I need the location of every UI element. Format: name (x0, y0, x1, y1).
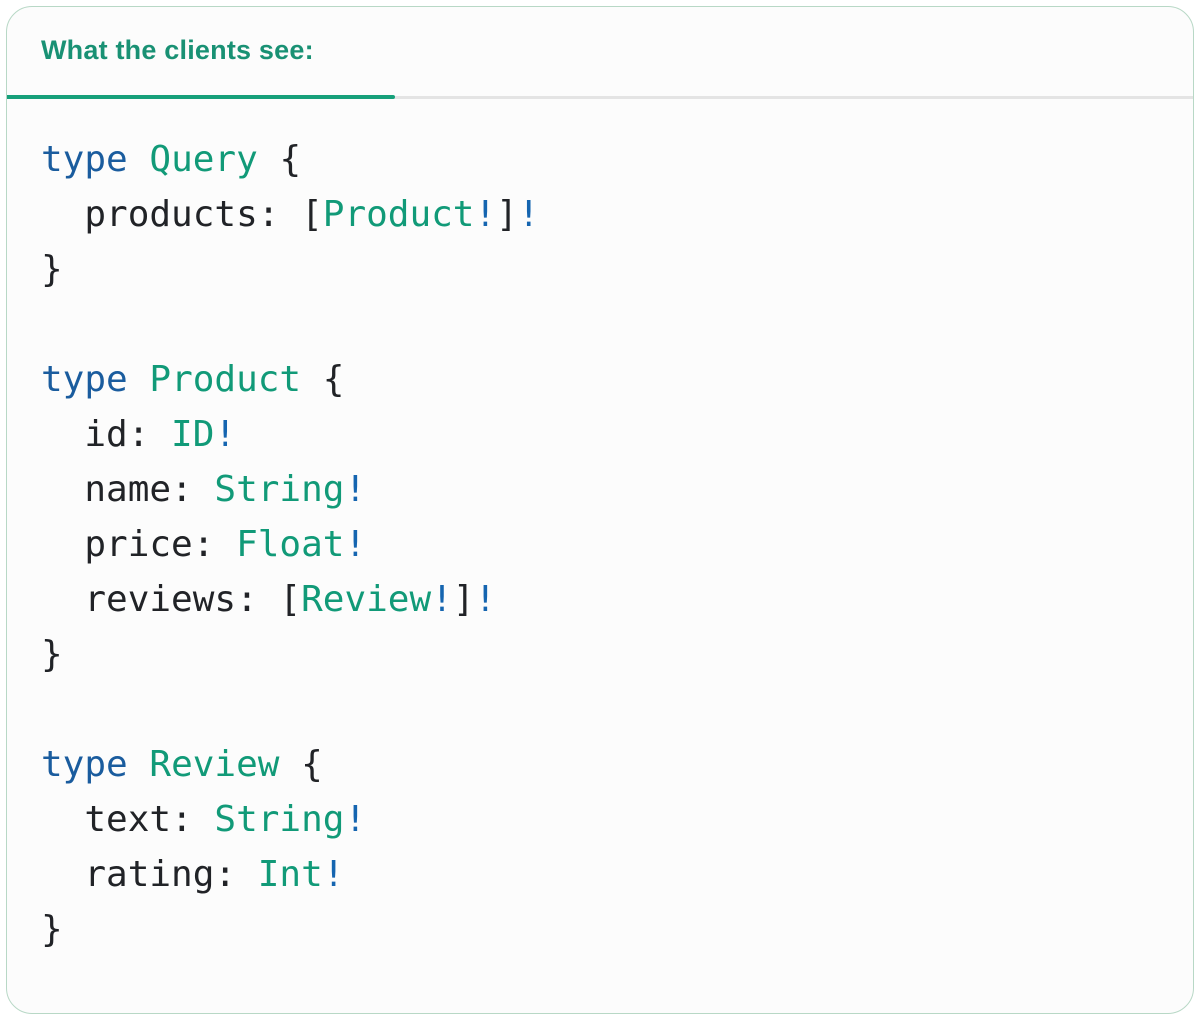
code-token-bang: ! (344, 469, 367, 510)
code-token-plain: ] (496, 194, 518, 235)
code-line: id: ID! (41, 407, 1159, 462)
code-token-plain: { (279, 744, 323, 785)
code-line (41, 297, 1159, 352)
code-token-bang: ! (344, 799, 367, 840)
code-line: text: String! (41, 792, 1159, 847)
code-token-type: Review (301, 579, 432, 620)
code-line: } (41, 902, 1159, 957)
code-line: name: String! (41, 462, 1159, 517)
code-token-plain (128, 139, 150, 180)
code-token-bang: ! (431, 579, 453, 620)
code-line: type Product { (41, 352, 1159, 407)
code-token-type: String (214, 799, 345, 840)
code-token-keyword: type (41, 139, 128, 180)
code-token-bang: ! (344, 524, 367, 565)
tab-active-indicator (7, 95, 395, 99)
code-token-plain: { (257, 139, 302, 180)
code-token-plain: ] (452, 579, 475, 620)
code-line: rating: Int! (41, 847, 1159, 902)
code-line: products: [Product!]! (41, 187, 1159, 242)
code-token-plain: rating: (41, 854, 258, 895)
tab-what-clients-see[interactable]: What the clients see: (41, 35, 314, 65)
code-token-type: String (214, 469, 345, 510)
tab-divider-line (7, 96, 1193, 99)
code-token-bang: ! (474, 579, 497, 620)
code-token-plain (128, 359, 150, 400)
code-token-plain: products: [ (41, 194, 323, 235)
code-token-type: Float (236, 524, 345, 565)
code-line: } (41, 242, 1159, 297)
code-token-type: Query (149, 139, 258, 180)
code-token-type: ID (171, 414, 215, 455)
code-token-plain: } (41, 634, 63, 675)
code-token-plain: id: (41, 414, 172, 455)
code-token-bang: ! (214, 414, 237, 455)
code-token-type: Product (322, 194, 475, 235)
code-token-keyword: type (41, 359, 128, 400)
code-token-type: Product (149, 359, 302, 400)
code-token-plain: price: (41, 524, 237, 565)
code-line: type Review { (41, 737, 1159, 792)
code-token-plain: } (41, 909, 63, 950)
code-token-plain: } (41, 249, 63, 290)
code-token-bang: ! (474, 194, 497, 235)
code-line (41, 682, 1159, 737)
code-token-bang: ! (322, 854, 345, 895)
code-token-plain: { (301, 359, 345, 400)
code-token-type: Int (257, 854, 323, 895)
code-token-keyword: type (41, 744, 128, 785)
code-line: price: Float! (41, 517, 1159, 572)
code-token-type: Review (149, 744, 280, 785)
graphql-schema-code: type Query { products: [Product!]!} type… (7, 99, 1193, 990)
code-token-bang: ! (517, 194, 540, 235)
code-token-plain: text: (41, 799, 215, 840)
code-token-plain: reviews: [ (41, 579, 302, 620)
tab-bar: What the clients see: (7, 7, 1193, 99)
code-token-plain: name: (41, 469, 215, 510)
code-panel: What the clients see: type Query { produ… (6, 6, 1194, 1014)
code-line: } (41, 627, 1159, 682)
code-line: reviews: [Review!]! (41, 572, 1159, 627)
code-token-plain (128, 744, 150, 785)
code-line: type Query { (41, 132, 1159, 187)
